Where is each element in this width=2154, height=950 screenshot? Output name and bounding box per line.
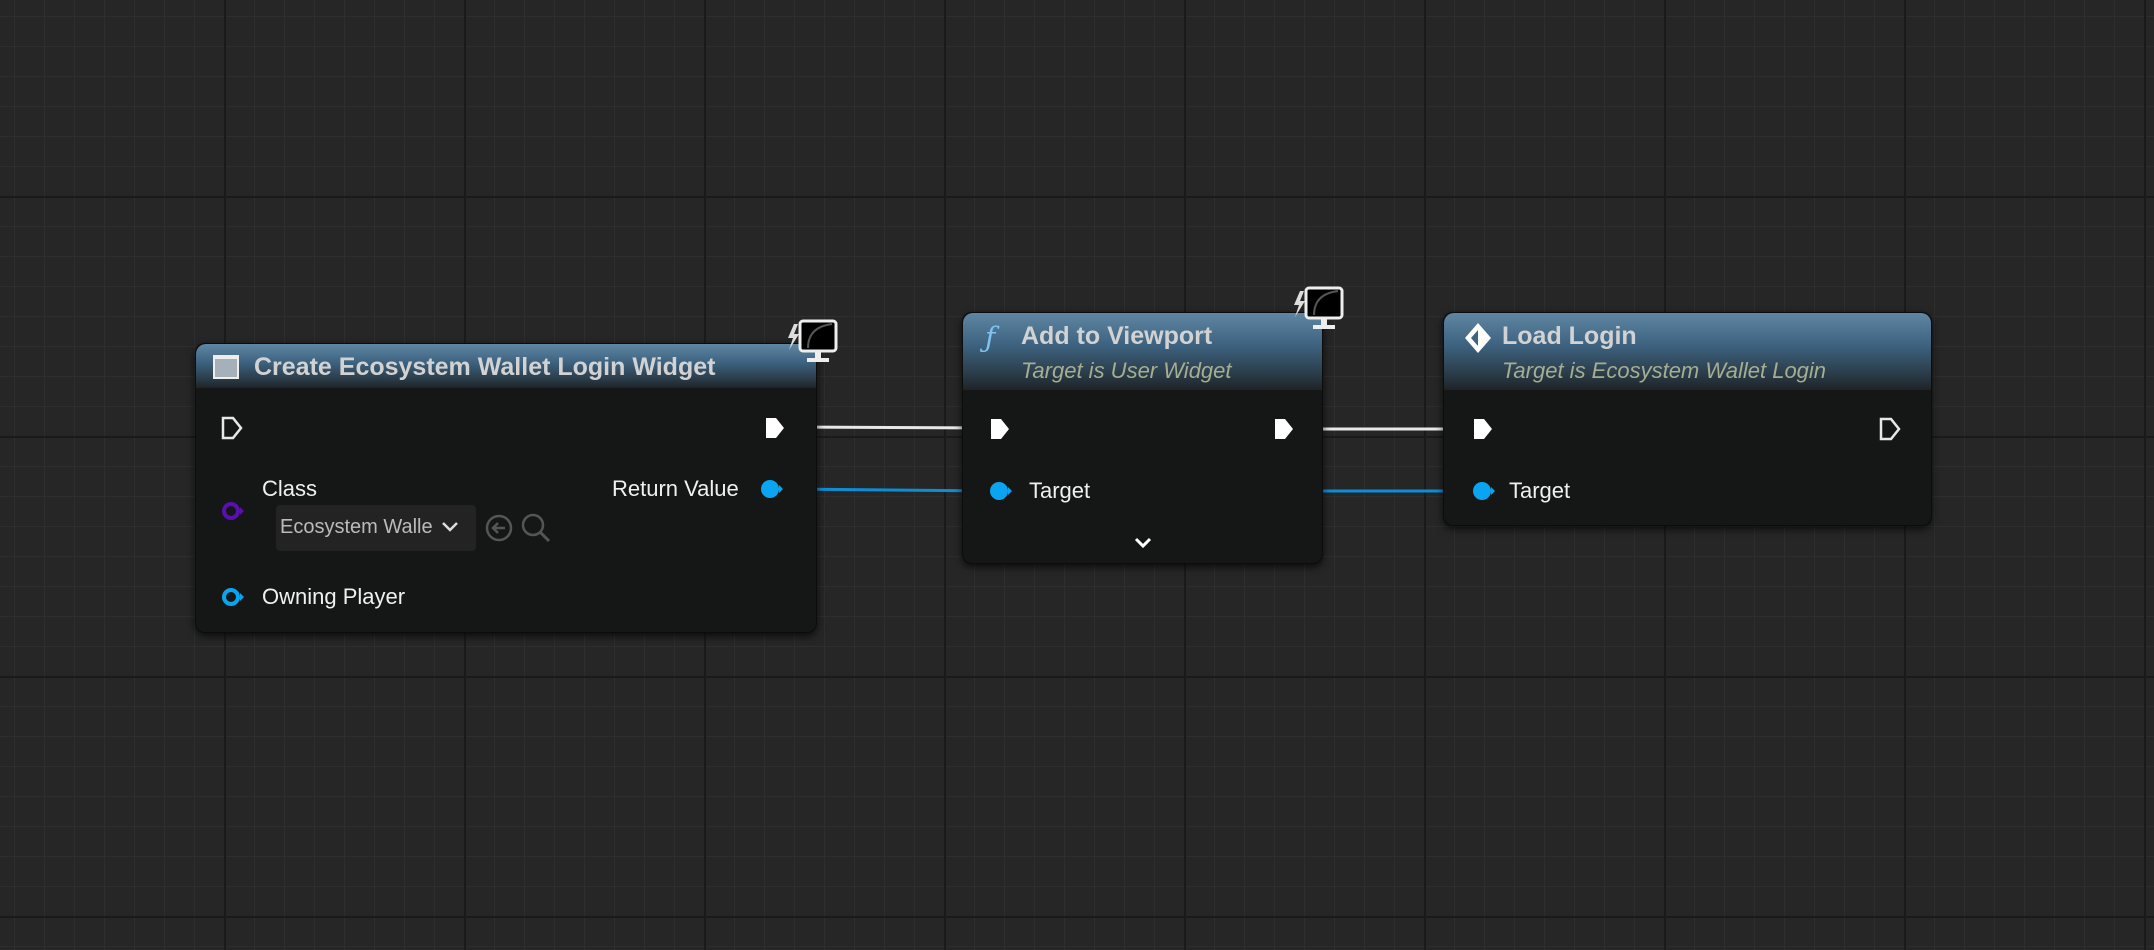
node-title: Add to Viewport [1021, 322, 1213, 350]
owning-player-label: Owning Player [262, 584, 406, 609]
node-title: Create Ecosystem Wallet Login Widget [254, 353, 716, 381]
exec-in-pin[interactable] [1472, 417, 1494, 441]
target-pin[interactable] [1472, 481, 1496, 501]
class-label: Class [262, 476, 318, 501]
function-icon: ƒ [985, 321, 996, 354]
return-value-label: Return Value [612, 476, 739, 501]
exec-out-pin[interactable] [764, 416, 786, 440]
node-subtitle: Target is User Widget [1021, 358, 1232, 383]
target-pin[interactable] [989, 481, 1013, 501]
class-dropdown[interactable]: Ecosystem Walle [276, 505, 476, 551]
exec-out-pin[interactable] [1273, 417, 1295, 441]
exec-in-pin[interactable] [221, 416, 243, 440]
event-diamond-icon [1465, 323, 1491, 353]
browse-search-icon[interactable] [520, 512, 552, 544]
expand-chevron-icon[interactable] [1132, 535, 1154, 551]
exec-out-pin[interactable] [1879, 417, 1901, 441]
node-subtitle: Target is Ecosystem Wallet Login [1502, 358, 1827, 383]
target-label: Target [1029, 478, 1091, 503]
create-widget-node[interactable]: Create Ecosystem Wallet Login Widget Cla… [195, 343, 817, 633]
use-selected-arrow-icon[interactable] [484, 513, 514, 543]
client-only-monitor-icon [1294, 286, 1344, 329]
widget-icon [213, 355, 239, 379]
target-label: Target [1509, 478, 1571, 503]
owning-player-pin[interactable] [221, 587, 245, 607]
class-dropdown-value: Ecosystem Walle [280, 516, 433, 538]
exec-wire-1[interactable] [789, 425, 991, 430]
node-title: Load Login [1502, 322, 1637, 350]
return-value-pin[interactable] [760, 479, 784, 499]
object-wire-1[interactable] [789, 487, 996, 493]
chevron-down-icon [442, 522, 458, 532]
client-only-monitor-icon [788, 319, 838, 362]
class-pin[interactable] [221, 501, 245, 521]
load-login-node[interactable]: Load Login Target is Ecosystem Wallet Lo… [1443, 312, 1932, 526]
exec-in-pin[interactable] [989, 417, 1011, 441]
add-to-viewport-node[interactable]: ƒ Add to Viewport Target is User Widget … [962, 312, 1323, 564]
